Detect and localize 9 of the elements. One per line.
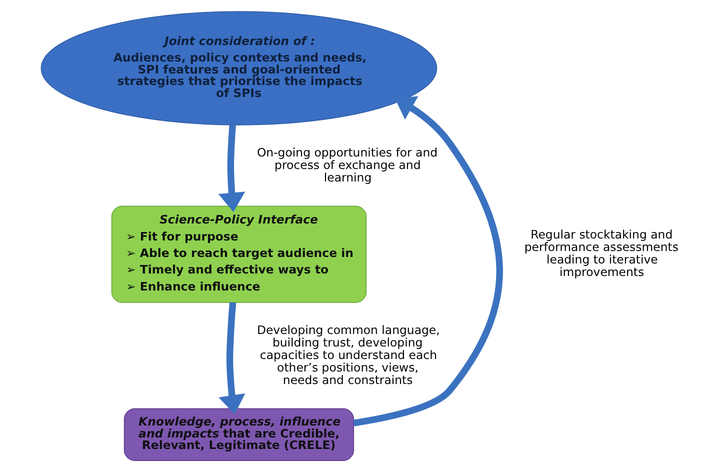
edge-label: Regular stocktaking and performance assessments leading to iterative improvements xyxy=(524,228,678,280)
arrow xyxy=(352,96,502,426)
arrow xyxy=(218,302,245,414)
node-ellipse: Joint consideration of : Audiences, policy contexts and needs, SPI features and goal-oriented strategies that prioritise the impacts of SPIs xyxy=(40,11,437,126)
edge-label: Developing common language, building trust, developing capacities to understand each other’s positions, views, needs and constraints xyxy=(256,322,440,388)
edge-label: On-going opportunities for and process of exchange and learning xyxy=(256,146,438,185)
node-box: Science-Policy Interface ➢ Fit for purpose ➢ Able to reach target audience in ➢ Timely and effective ways to ➢ Enhance influence xyxy=(110,206,366,303)
arrow xyxy=(218,124,245,212)
node-box: Knowledge, process, influence and impacts that are Credible, Relevant, Legitimate (CRELE) xyxy=(123,408,354,461)
